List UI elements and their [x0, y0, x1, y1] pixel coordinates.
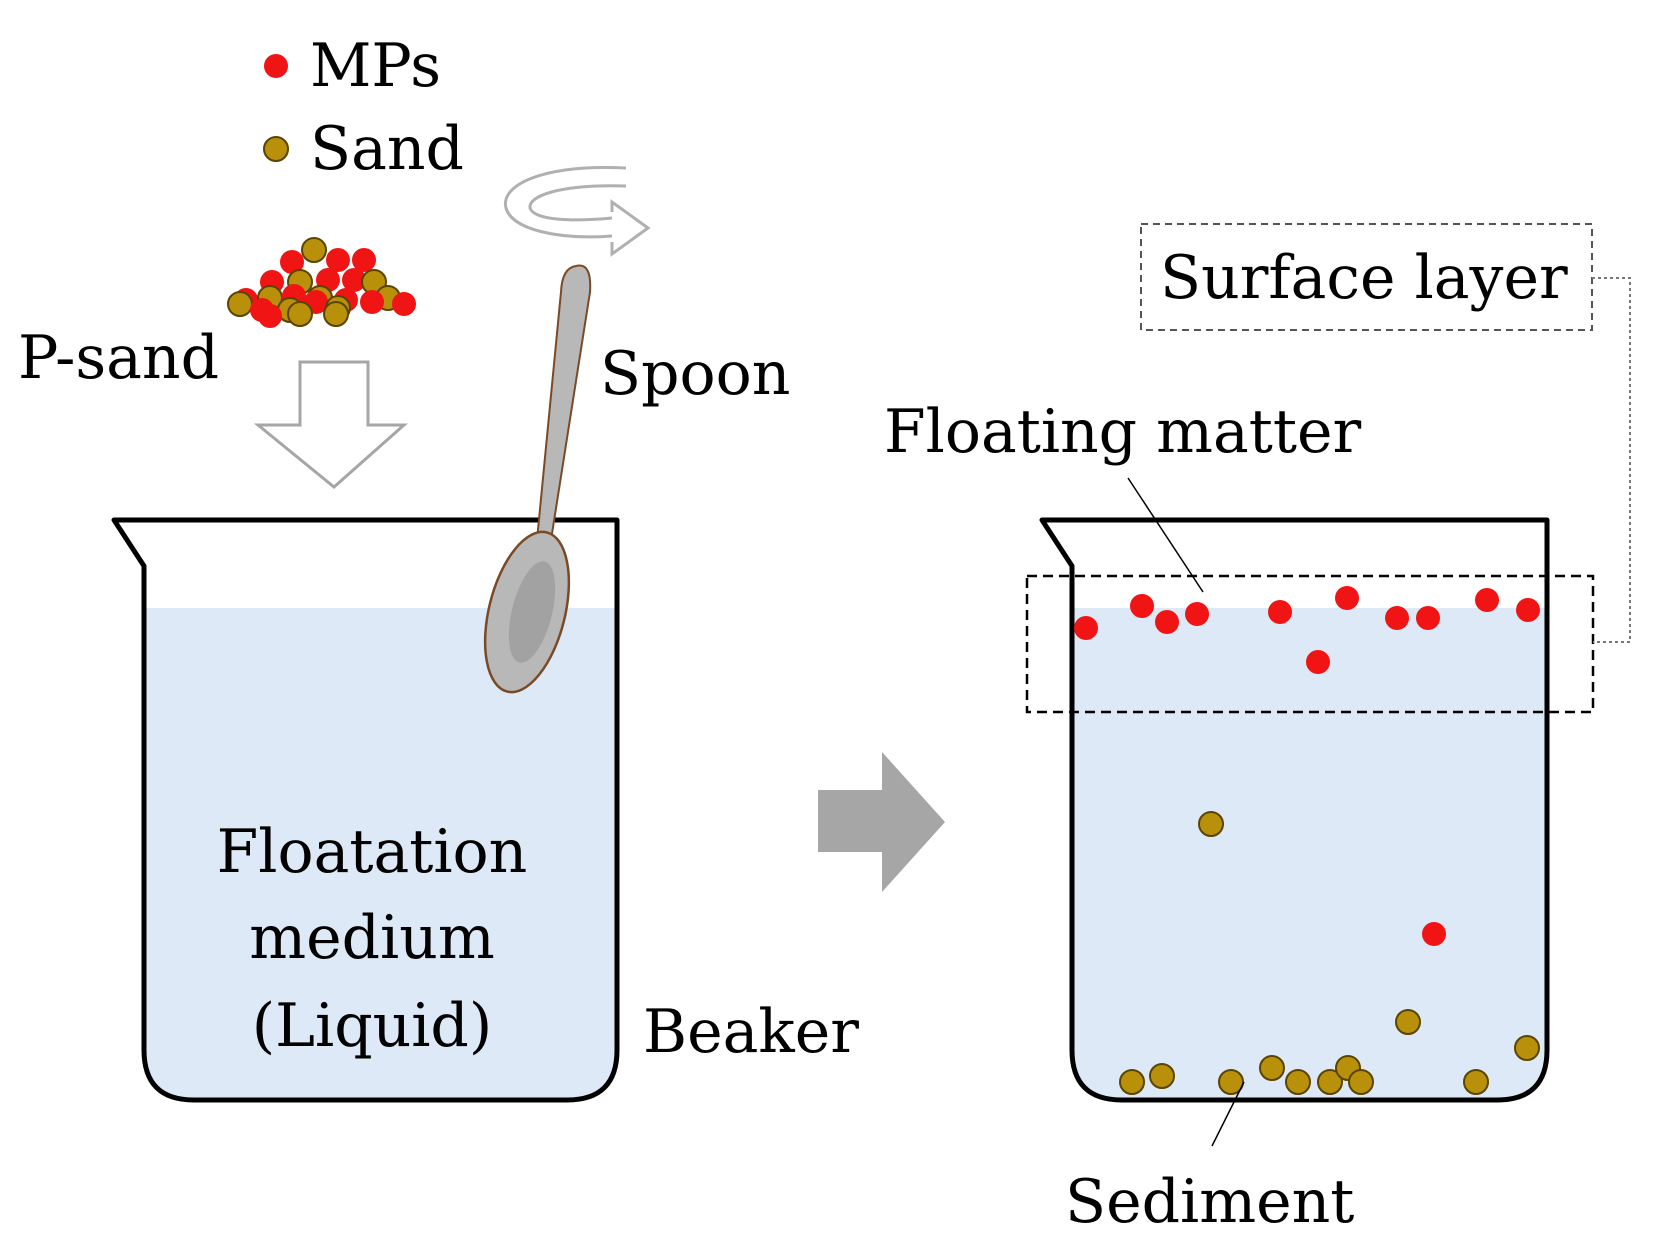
floating-mp-particle: [1475, 588, 1499, 612]
floating-mp-particle: [1185, 602, 1209, 626]
surface-layer-label: Surface layer: [1160, 243, 1568, 313]
pile-mp-particle: [258, 304, 282, 328]
process-arrow: [818, 752, 945, 892]
legend-mps-label: MPs: [310, 31, 441, 101]
pile-mp-particle: [342, 268, 366, 292]
pile-sand-particle: [227, 291, 253, 317]
sediment-sand-particle: [1218, 1069, 1244, 1095]
sediment-sand-particle: [1285, 1069, 1311, 1095]
sediment-sand-particle: [1259, 1055, 1285, 1081]
floating-mp-particle: [1155, 610, 1179, 634]
right-beaker: [1039, 517, 1550, 1103]
sediment-sand-particle: [1317, 1069, 1343, 1095]
surface-layer-connector: [1592, 277, 1631, 643]
medium-label-line3: (Liquid): [252, 991, 493, 1061]
pile-sand-particle: [323, 301, 349, 327]
medium-label-line1: Floatation: [217, 817, 528, 887]
sediment-sand-particle: [1395, 1009, 1421, 1035]
legend: MPs Sand: [263, 31, 464, 184]
floating-mp-particle: [1074, 616, 1098, 640]
floating-mp-particle: [1306, 650, 1330, 674]
legend-sand-marker: [263, 136, 289, 162]
floating-matter-leader: [1127, 477, 1204, 593]
stir-rotation-arrow: [503, 166, 651, 257]
spoon: [483, 264, 592, 694]
p-sand-label: P-sand: [18, 323, 219, 393]
pile-mp-particle: [360, 290, 384, 314]
floating-mp-particle: [1416, 606, 1440, 630]
pile-mp-particle: [392, 292, 416, 316]
p-sand-pile: [227, 237, 416, 328]
left-beaker: [111, 517, 620, 1103]
spoon-bowl-shine: [508, 561, 556, 663]
sediment-label: Sediment: [1065, 1167, 1354, 1237]
pile-mp-particle: [352, 248, 376, 272]
floating-mp-particle: [1130, 594, 1154, 618]
sediment-leader: [1211, 1081, 1245, 1147]
pile-sand-particle: [301, 237, 327, 263]
pile-mp-particle: [280, 250, 304, 274]
floating-mp-particle: [1385, 606, 1409, 630]
right-beaker-particles: [1074, 586, 1540, 1095]
legend-sand-label: Sand: [310, 114, 464, 184]
sediment-sand-particle: [1463, 1069, 1489, 1095]
spoon-label: Spoon: [600, 339, 790, 409]
legend-mp-marker: [264, 54, 288, 78]
floating-mp-particle: [1516, 598, 1540, 622]
sediment-sand-particle: [1198, 811, 1224, 837]
sediment-sand-particle: [1514, 1035, 1540, 1061]
right-beaker-liquid: [1072, 608, 1547, 1100]
pour-arrow: [253, 360, 408, 489]
surface-layer-region: [1025, 574, 1595, 714]
floating-matter-label: Floating matter: [884, 397, 1362, 467]
pile-sand-particle: [287, 301, 313, 327]
floating-mp-particle: [1422, 922, 1446, 946]
sediment-sand-particle: [1119, 1069, 1145, 1095]
sediment-sand-particle: [1149, 1063, 1175, 1089]
spoon-handle: [535, 264, 592, 541]
floating-mp-particle: [1335, 586, 1359, 610]
sediment-sand-particle: [1348, 1069, 1374, 1095]
pile-mp-particle: [326, 248, 350, 272]
left-beaker-liquid: [144, 608, 617, 1100]
floating-mp-particle: [1268, 600, 1292, 624]
medium-label-line2: medium: [249, 903, 495, 973]
beaker-label: Beaker: [643, 997, 859, 1067]
